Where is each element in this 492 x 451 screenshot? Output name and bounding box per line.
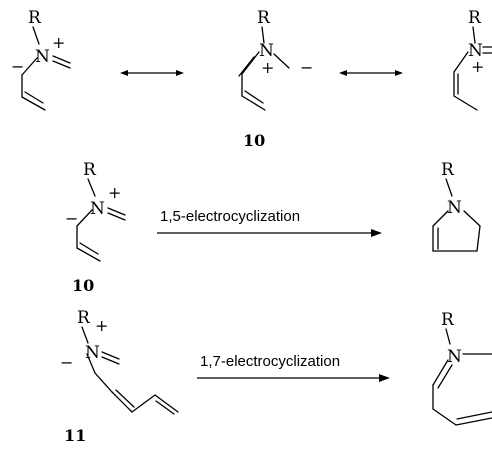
n-label: N (259, 41, 274, 61)
r-label: R (77, 308, 91, 328)
reactant-10: R N + − (65, 160, 126, 262)
r-label: R (28, 8, 42, 28)
r-label: R (468, 8, 482, 28)
n-label: N (468, 41, 483, 61)
r-label: R (441, 310, 455, 330)
minus-charge: − (60, 353, 73, 372)
n-label: N (447, 347, 462, 367)
r-label: R (257, 8, 271, 28)
reaction-arrow-2: 1,7-electrocyclization (197, 353, 390, 382)
plus-charge: + (261, 58, 274, 77)
compound-number-10: 10 (72, 276, 94, 295)
n-label: N (85, 343, 100, 363)
r-label: R (441, 160, 455, 180)
reaction-condition-2: 1,7-electrocyclization (200, 353, 340, 370)
compound-number-11: 11 (64, 426, 86, 445)
n-label: N (35, 47, 50, 67)
resonance-structure-a: R N + − (11, 8, 71, 111)
product-azepine: R N (432, 310, 492, 426)
n-label: N (90, 199, 105, 219)
plus-charge: + (52, 33, 65, 52)
compound-number-10-top: 10 (243, 131, 265, 150)
minus-charge: − (11, 57, 24, 76)
product-pyrroline: R N (432, 160, 481, 252)
resonance-arrow-1 (120, 70, 184, 76)
plus-charge: + (108, 183, 121, 202)
minus-charge: − (65, 209, 78, 228)
reaction-arrow-1: 1,5-electrocyclization (157, 208, 382, 237)
minus-charge: − (300, 58, 313, 77)
resonance-arrow-2 (339, 70, 403, 76)
reaction-condition-1: 1,5-electrocyclization (160, 208, 300, 225)
resonance-structure-b: R N + − (238, 8, 313, 111)
r-label: R (83, 160, 97, 180)
n-label: N (447, 198, 462, 218)
plus-charge: + (95, 316, 108, 335)
plus-charge: + (471, 57, 484, 76)
reactant-11: R + N − (60, 308, 179, 415)
resonance-structure-c-partial: R N + (453, 8, 492, 111)
